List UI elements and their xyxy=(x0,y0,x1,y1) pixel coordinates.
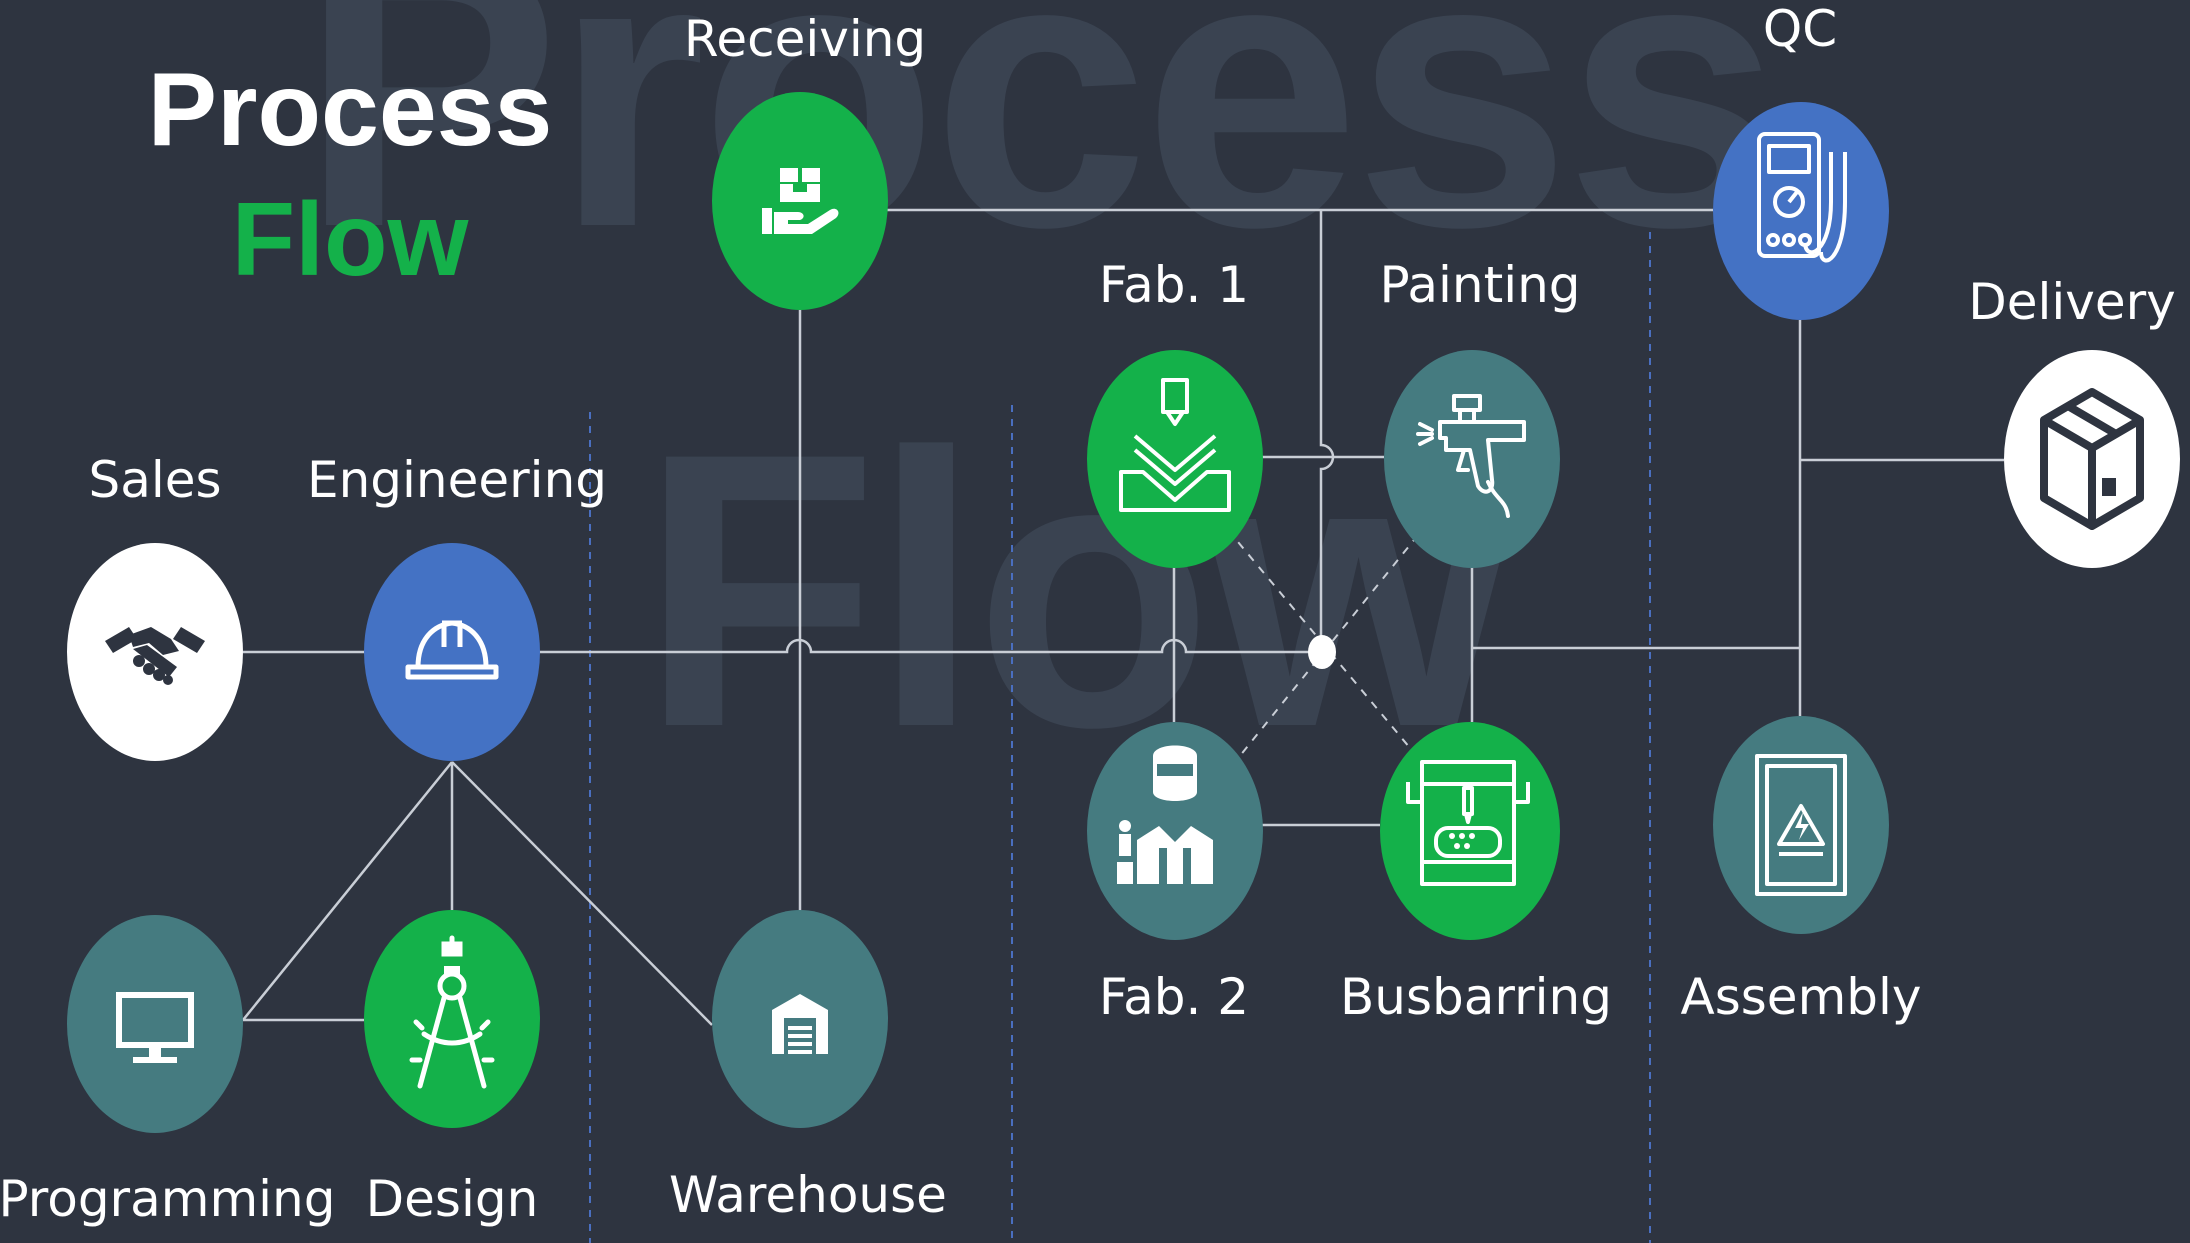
node-busbarring[interactable] xyxy=(1380,722,1560,940)
label-warehouse: Warehouse xyxy=(669,1166,947,1224)
label-fab1: Fab. 1 xyxy=(1098,256,1250,314)
label-delivery: Delivery xyxy=(1968,273,2176,331)
electrical-panel-icon xyxy=(1755,754,1847,896)
node-fab2[interactable] xyxy=(1087,722,1263,940)
spray-gun-icon xyxy=(1416,394,1526,518)
cnc-machine-icon xyxy=(1406,760,1530,886)
node-receiving[interactable] xyxy=(712,92,888,310)
package-box-icon xyxy=(2040,388,2144,530)
label-assembly: Assembly xyxy=(1680,968,1922,1026)
node-assembly[interactable] xyxy=(1713,716,1889,934)
multimeter-icon xyxy=(1757,132,1847,263)
engineering-programming-line xyxy=(242,761,453,1021)
title-process: Process xyxy=(147,52,553,168)
title-flow: Flow xyxy=(231,182,469,298)
label-design: Design xyxy=(365,1170,539,1228)
label-sales: Sales xyxy=(88,451,222,509)
press-brake-icon xyxy=(1119,378,1231,512)
monitor-icon xyxy=(116,992,194,1063)
handshake-icon xyxy=(105,627,205,685)
compass-icon xyxy=(409,935,495,1089)
node-fab1[interactable] xyxy=(1087,350,1263,568)
node-painting[interactable] xyxy=(1384,350,1560,568)
warehouse-icon xyxy=(772,994,828,1054)
label-programming: Programming xyxy=(0,1170,336,1228)
background-word-process: Process xyxy=(300,0,1782,308)
label-fab2: Fab. 2 xyxy=(1098,968,1250,1026)
background-word-flow: Flow xyxy=(640,372,1510,808)
main-flow-line xyxy=(243,638,1322,654)
label-painting: Painting xyxy=(1379,256,1581,314)
node-programming[interactable] xyxy=(67,915,243,1133)
hub-junction xyxy=(1308,635,1336,669)
label-busbarring: Busbarring xyxy=(1340,968,1612,1026)
node-engineering[interactable] xyxy=(364,543,540,761)
engineering-warehouse-line xyxy=(451,761,713,1026)
node-delivery[interactable] xyxy=(2004,350,2180,568)
node-warehouse[interactable] xyxy=(712,910,888,1128)
node-design[interactable] xyxy=(364,910,540,1128)
node-sales[interactable] xyxy=(67,543,243,761)
welder-icon xyxy=(1117,745,1213,884)
label-receiving: Receiving xyxy=(683,10,927,68)
node-qc[interactable] xyxy=(1713,102,1889,320)
hard-hat-icon xyxy=(405,620,499,680)
hand-holding-box-icon xyxy=(762,168,839,234)
label-engineering: Engineering xyxy=(307,451,607,509)
label-qc: QC xyxy=(1762,0,1838,58)
